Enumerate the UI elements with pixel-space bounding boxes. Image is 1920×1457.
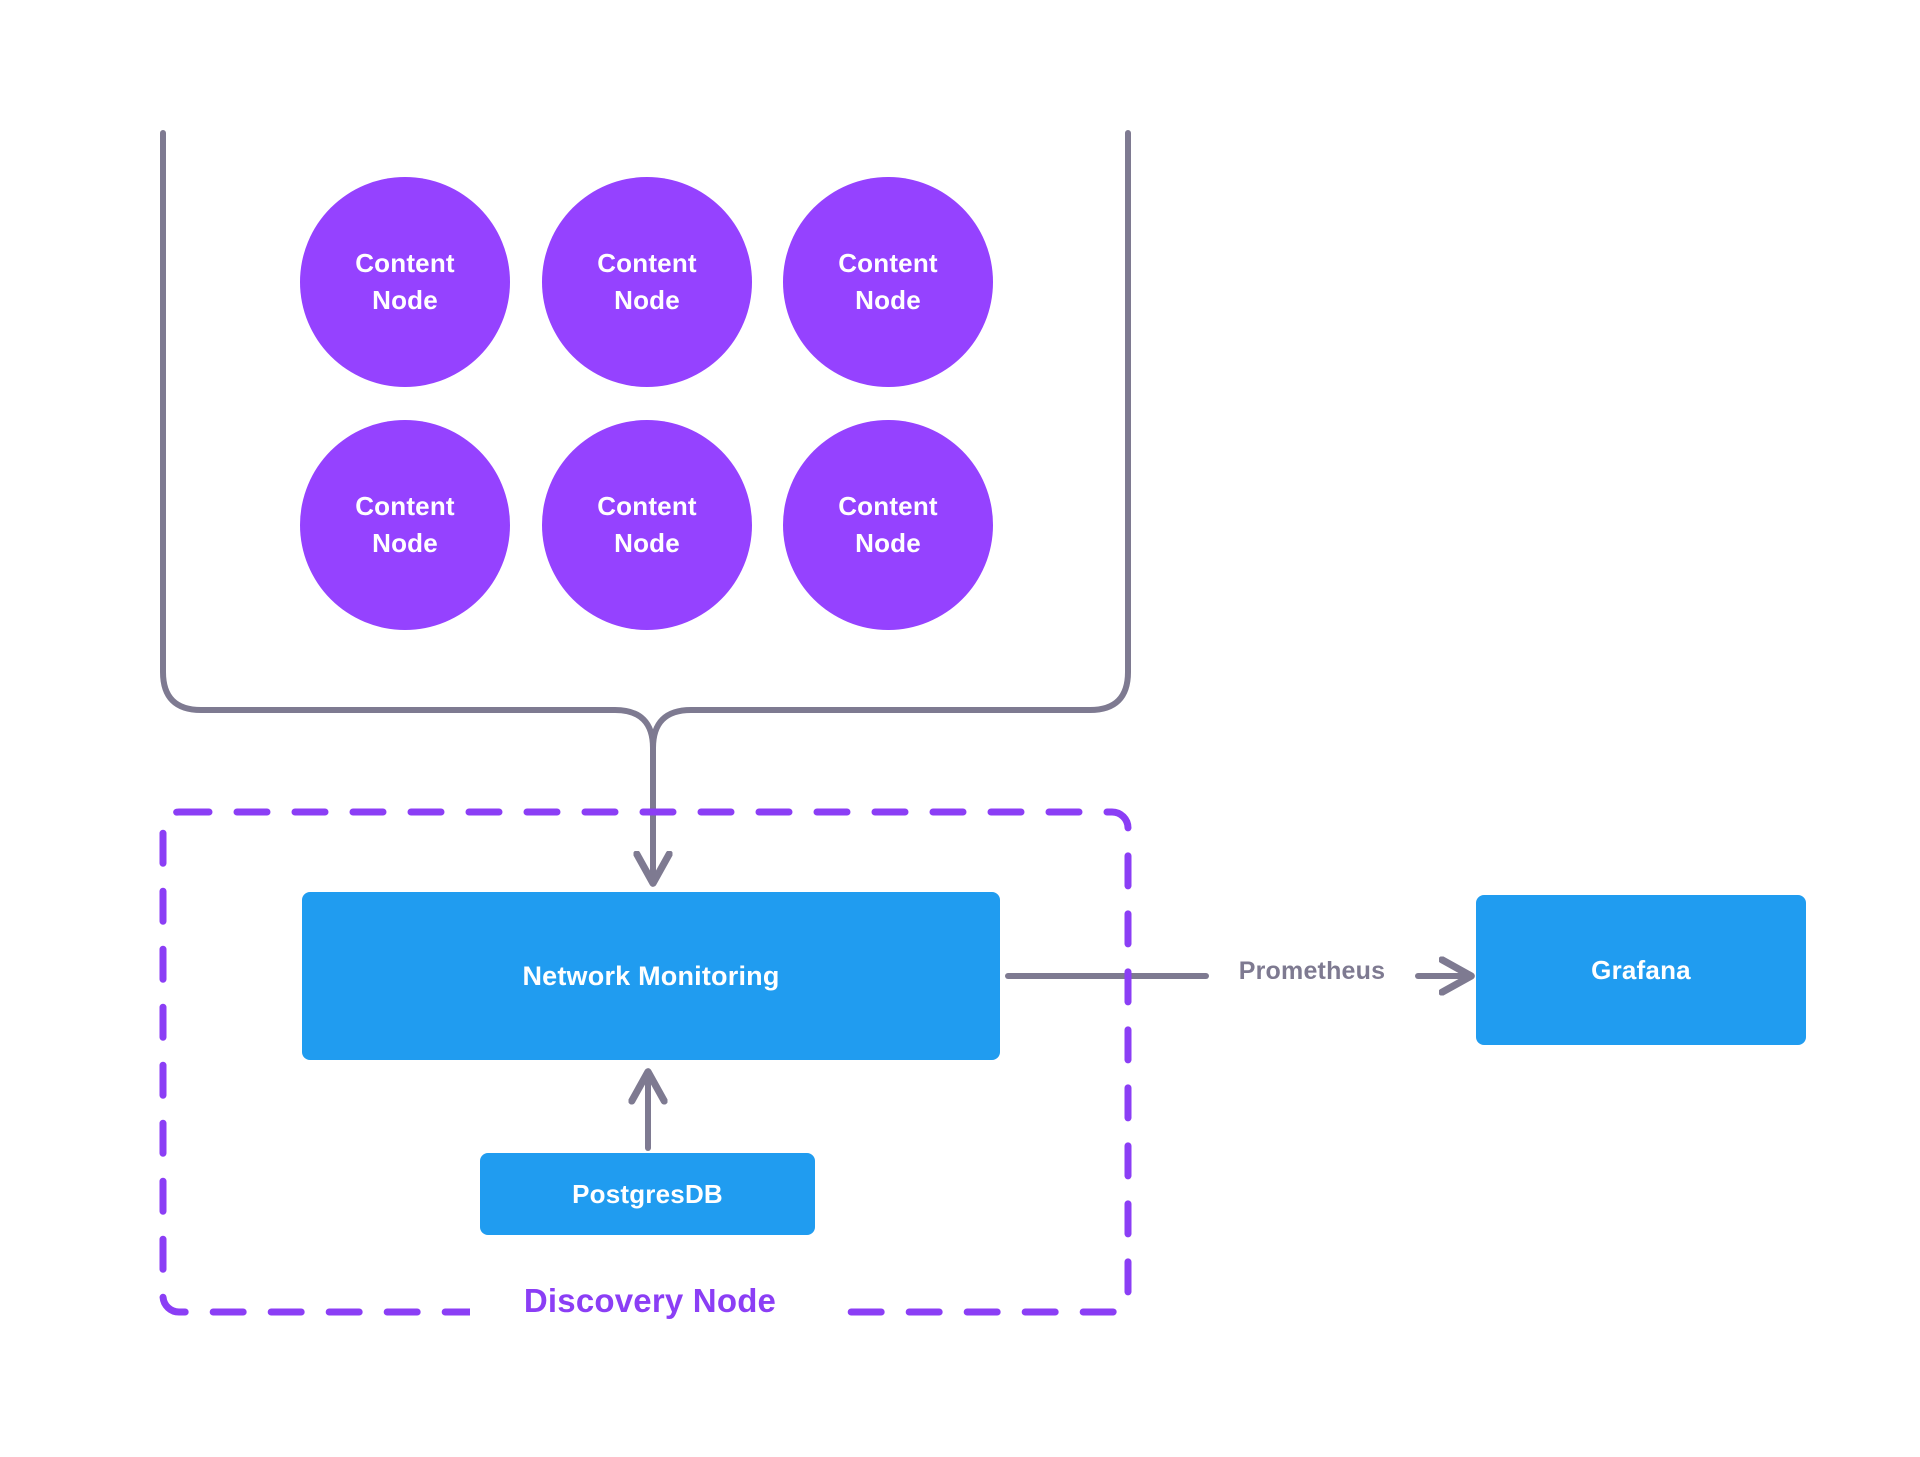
content-node-label-line1: Content	[355, 248, 455, 279]
content-node-label-line2: Node	[372, 528, 438, 558]
content-node-2[interactable]: Content Node	[542, 177, 752, 387]
content-node-label-line2: Node	[614, 285, 680, 315]
grafana-label: Grafana	[1591, 954, 1691, 985]
discovery-node-label: Discovery Node	[470, 1282, 830, 1320]
prometheus-edge-label: Prometheus	[1238, 957, 1386, 985]
content-node-label-line1: Content	[838, 248, 938, 279]
grafana-box[interactable]: Grafana	[1476, 895, 1806, 1045]
content-node-label-line1: Content	[838, 491, 938, 522]
postgres-db-box[interactable]: PostgresDB	[480, 1153, 815, 1235]
content-node-label-line2: Node	[372, 285, 438, 315]
postgres-db-label: PostgresDB	[572, 1178, 723, 1209]
content-node-5[interactable]: Content Node	[542, 420, 752, 630]
content-node-label-line2: Node	[855, 285, 921, 315]
content-node-4[interactable]: Content Node	[300, 420, 510, 630]
discovery-node-boundary	[159, 808, 1132, 1316]
network-monitoring-label: Network Monitoring	[522, 960, 780, 991]
content-node-label-line1: Content	[597, 248, 697, 279]
content-node-label-line1: Content	[355, 491, 455, 522]
content-node-6[interactable]: Content Node	[783, 420, 993, 630]
network-monitoring-box[interactable]: Network Monitoring	[302, 892, 1000, 1060]
content-node-label-line1: Content	[597, 491, 697, 522]
content-node-label-line2: Node	[614, 528, 680, 558]
content-node-3[interactable]: Content Node	[783, 177, 993, 387]
content-node-1[interactable]: Content Node	[300, 177, 510, 387]
content-node-label-line2: Node	[855, 528, 921, 558]
